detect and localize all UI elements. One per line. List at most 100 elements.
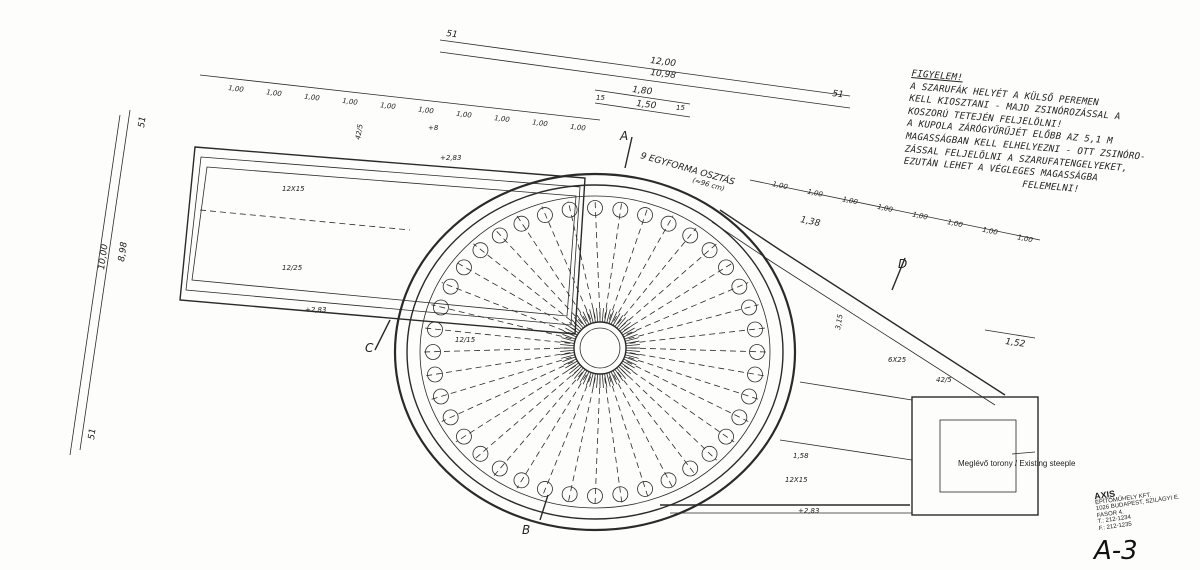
rafter-line [594, 377, 601, 506]
dome-plan [393, 172, 797, 532]
rafter-marker [587, 488, 603, 504]
crown-ring-tick [625, 337, 639, 342]
nave-spacing-label: 1,00 [228, 84, 245, 94]
crown-ring-tick [606, 373, 611, 387]
rafter-line [516, 374, 587, 489]
rafter-line [629, 327, 765, 344]
crown-ring-tick [579, 370, 588, 383]
section-mark-b: B [522, 523, 530, 537]
crown-ring-tick [619, 321, 631, 332]
crown-ring-tick [562, 333, 576, 340]
right-spacing-label: 1,00 [842, 195, 859, 206]
rafter-marker [612, 201, 629, 218]
dim-top-small-b: 1,50 [636, 99, 657, 111]
rafter-marker [442, 278, 459, 295]
rafter-marker [456, 428, 472, 445]
dim-top-end-left: 51 [446, 29, 459, 40]
section-mark-d: D [898, 257, 907, 271]
rafter-marker [660, 472, 677, 489]
level-label-c: +2,83 [798, 507, 819, 515]
crown-ring-tick [604, 373, 608, 388]
beam-label-b: 12X15 [282, 185, 305, 193]
rafter-marker [731, 278, 748, 295]
rafter-marker [491, 227, 508, 244]
beam-label-e: 12/25 [282, 264, 303, 272]
right-spacing-label: 1,00 [912, 211, 929, 222]
crown-ring-tick [571, 366, 582, 377]
rafter-marker [427, 366, 443, 383]
rafter-marker [747, 366, 763, 383]
crown-ring-tick [618, 366, 629, 377]
dim-top-small-a: 1,80 [632, 85, 653, 97]
rafter-marker [747, 321, 763, 338]
crown-ring-tick [608, 372, 615, 386]
misc-label-c: 3,15 [834, 313, 845, 330]
warning-note: FIGYELEM! A SZARUFÁK HELYÉT A KÜLSŐ PERE… [902, 68, 1181, 204]
rafter-line [604, 200, 623, 319]
rafter-line [629, 352, 765, 377]
steeple-label: Meglévő torony / Existing steeple [958, 459, 1076, 468]
right-spacing-label: 1,00 [807, 188, 824, 199]
crown-ring-tick [601, 373, 604, 388]
crown-ring-tick [610, 371, 618, 385]
crown-ring-tick [592, 308, 596, 323]
rafter-marker [433, 388, 449, 405]
crown-ring-tick [622, 327, 635, 336]
rafter-marker [513, 472, 530, 489]
nave-spacing-label: 1,00 [532, 118, 549, 128]
rafter-line [425, 352, 571, 377]
rafter-marker [513, 215, 530, 232]
crown-ring-tick [561, 354, 575, 359]
rafter-line [628, 304, 759, 340]
rafter-line [613, 374, 674, 489]
rafter-line [567, 200, 596, 319]
dim-top-small-d: 15 [676, 104, 685, 112]
crown-ring-tick [623, 358, 637, 366]
rafter-marker [718, 428, 734, 445]
existing-steeple [911, 396, 1039, 516]
crown-ring-tick [625, 340, 640, 344]
nave-spacing-label: 1,00 [418, 106, 435, 116]
rafter-line [516, 215, 587, 322]
dim-left-overall: 10,00 [97, 243, 111, 270]
crown-ring-tick [619, 364, 631, 375]
rafter-line [441, 282, 574, 335]
misc-label-b: 42/5 [354, 123, 365, 140]
rafter-line [624, 365, 735, 443]
nave-spacing-label: 1,00 [380, 101, 397, 111]
rafter-line [617, 227, 697, 324]
rafter-line [620, 368, 717, 461]
crown-ring-tick [612, 370, 621, 383]
crown-ring-tick [585, 372, 592, 386]
crown-ring-tick [610, 311, 618, 325]
crown-ring-tick [569, 364, 581, 375]
rafter-marker [537, 207, 553, 223]
crown-ring-tick [604, 308, 608, 323]
rafter-marker [637, 207, 653, 223]
crown-ring-tick [596, 373, 599, 388]
rafter-line [431, 356, 572, 400]
rafter-line [441, 361, 574, 422]
rafter-marker [472, 445, 489, 462]
crown-ring-tick [573, 367, 584, 379]
rafter-line [541, 376, 592, 498]
crown-ring-tick [579, 313, 588, 326]
crown-ring-tick [589, 309, 594, 323]
rafter-marker [637, 481, 653, 497]
nave-spacing-label: 1,00 [304, 93, 321, 103]
crown-ring-tick [625, 352, 640, 356]
rafter-line [620, 243, 717, 328]
right-spacing-label: 1,00 [947, 218, 964, 229]
rafter-line [626, 361, 749, 422]
right-spacing-label: 1,00 [982, 226, 999, 237]
beam-label-c: 12X15 [785, 476, 808, 484]
crown-ring-tick [606, 309, 611, 323]
nave-spacing-label: 1,00 [456, 110, 473, 120]
rafter-line [567, 377, 596, 504]
rafter-line [425, 327, 571, 344]
crown-ring-tick [624, 356, 638, 363]
rafter-marker [561, 486, 578, 503]
dim-left-inner: 8,98 [117, 241, 130, 263]
beam-label-a: 12/15 [455, 336, 476, 344]
